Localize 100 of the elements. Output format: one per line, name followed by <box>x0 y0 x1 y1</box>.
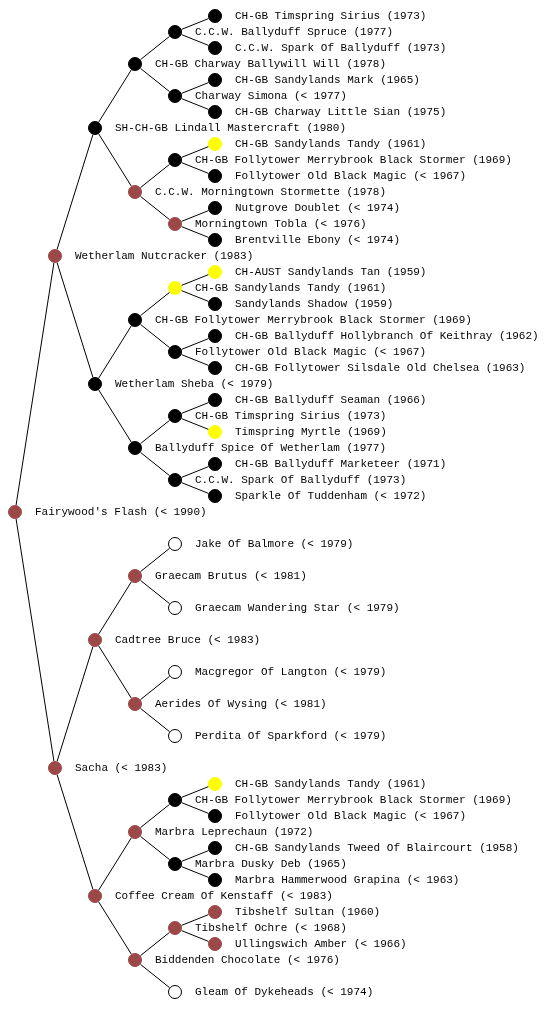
connector-line <box>181 402 209 414</box>
connector-line <box>181 290 209 302</box>
connector-line <box>56 134 94 250</box>
dog-name: CH-GB Sandylands Tandy (1961) <box>195 281 387 295</box>
connector-line <box>139 67 171 93</box>
connector-line <box>139 451 171 477</box>
dog-name: CH-GB Follytower Merrybrook Black Stormer (1969) <box>155 313 472 327</box>
dog-name: Ballyduff Spice Of Wetherlam (1977) <box>155 441 387 455</box>
dog-name: CH-GB Timspring Sirius (1973) <box>195 409 387 423</box>
connector-line <box>139 291 171 317</box>
connector-line <box>15 262 55 506</box>
dog-name: CH-GB Sandylands Tandy (1961) <box>235 777 427 791</box>
dog-name: Tibshelf Sultan (1960) <box>235 905 381 919</box>
dog-name: Wetherlam Nutcracker (1983) <box>75 249 254 263</box>
connector-line <box>181 930 209 942</box>
connector-line <box>181 466 209 478</box>
dog-name: Sandylands Shadow (1959) <box>235 297 394 311</box>
dog-name: C.C.W. Spark Of Ballyduff (1973) <box>235 41 447 55</box>
dog-name: Follytower Old Black Magic (< 1967) <box>235 169 467 183</box>
connector-line <box>181 210 209 222</box>
dog-name: SH-CH-GB Lindall Mastercraft (1980) <box>115 121 347 135</box>
dog-name: CH-GB Charway Little Sian (1975) <box>235 105 447 119</box>
dog-name: CH-GB Charway Ballywill Will (1978) <box>155 57 387 71</box>
connector-line <box>181 18 209 30</box>
dog-name: C.C.W. Spark Of Ballyduff (1973) <box>195 473 407 487</box>
connector-line <box>56 262 94 378</box>
connector-line <box>181 786 209 798</box>
connector-line <box>139 835 171 861</box>
connector-line <box>98 581 132 635</box>
dog-name: Graecam Wandering Star (< 1979) <box>195 601 400 615</box>
connector-line <box>139 707 171 733</box>
connector-line <box>56 646 94 762</box>
dog-name: Macgregor Of Langton (< 1979) <box>195 665 387 679</box>
dog-name: Aerides Of Wysing (< 1981) <box>155 697 327 711</box>
dog-name: Marbra Hammerwood Grapina (< 1963) <box>235 873 460 887</box>
connector-line <box>139 803 171 829</box>
connector-line <box>181 34 209 46</box>
dog-name: CH-AUST Sandylands Tan (1959) <box>235 265 427 279</box>
connector-line <box>181 482 209 494</box>
connector-line <box>98 901 132 955</box>
dog-name: Morningtown Tobla (< 1976) <box>195 217 367 231</box>
connector-line <box>181 98 209 110</box>
connector-line <box>181 418 209 430</box>
connector-line <box>98 325 132 379</box>
connector-line <box>139 963 171 989</box>
dog-name: CH-GB Follytower Merrybrook Black Stormer (1969) <box>195 153 512 167</box>
dog-name: CH-GB Sandylands Tandy (1961) <box>235 137 427 151</box>
dog-name: Ullingswich Amber (< 1966) <box>235 937 407 951</box>
dog-name: Graecam Brutus (< 1981) <box>155 569 307 583</box>
connector-line <box>181 850 209 862</box>
connector-line <box>181 914 209 926</box>
dog-name: Timspring Myrtle (1969) <box>235 425 387 439</box>
dog-name: Biddenden Chocolate (< 1976) <box>155 953 340 967</box>
connector-line <box>98 645 132 699</box>
dog-name: Sacha (< 1983) <box>75 761 168 775</box>
dog-name: C.C.W. Morningtown Stormette (1978) <box>155 185 387 199</box>
dog-name: Follytower Old Black Magic (< 1967) <box>235 809 467 823</box>
dog-name: Charway Simona (< 1977) <box>195 89 347 103</box>
dog-name: Wetherlam Sheba (< 1979) <box>115 377 274 391</box>
connector-line <box>139 163 171 189</box>
connector-line <box>139 419 171 445</box>
connector-line <box>139 323 171 349</box>
dog-name: CH-GB Sandylands Tweed Of Blaircourt (1958) <box>235 841 519 855</box>
dog-name: CH-GB Follytower Silsdale Old Chelsea (1963) <box>235 361 526 375</box>
connector-line <box>181 802 209 814</box>
connector-line <box>181 82 209 94</box>
connector-line <box>139 195 171 221</box>
connector-line <box>139 579 171 605</box>
dog-name: Tibshelf Ochre (< 1968) <box>195 921 347 935</box>
dog-name: CH-GB Ballyduff Hollybranch Of Keithray (1962) <box>235 329 539 343</box>
dog-name: CH-GB Ballyduff Seaman (1966) <box>235 393 427 407</box>
dog-name: Coffee Cream Of Kenstaff (< 1983) <box>115 889 333 903</box>
dog-name: Cadtree Bruce (< 1983) <box>115 633 261 647</box>
dog-name: Fairywood's Flash (< 1990) <box>35 505 207 519</box>
dog-name: Follytower Old Black Magic (< 1967) <box>195 345 427 359</box>
connector-line <box>98 133 132 187</box>
connector-line <box>15 518 55 762</box>
connector-line <box>139 931 171 957</box>
dog-name: Perdita Of Sparkford (< 1979) <box>195 729 387 743</box>
dog-name: CH-GB Follytower Merrybrook Black Stormer (1969) <box>195 793 512 807</box>
connector-line <box>181 146 209 158</box>
connector-line <box>181 162 209 174</box>
connector-line <box>181 354 209 366</box>
connector-line <box>98 837 132 891</box>
dog-name: Jake Of Balmore (< 1979) <box>195 537 354 551</box>
connector-line <box>181 274 209 286</box>
dog-name: Nutgrove Doublet (< 1974) <box>235 201 401 215</box>
dog-name: Sparkle Of Tuddenham (< 1972) <box>235 489 427 503</box>
connector-line <box>139 675 171 701</box>
connector-line <box>181 226 209 238</box>
dog-name: Marbra Dusky Deb (1965) <box>195 857 347 871</box>
dog-name: CH-GB Timspring Sirius (1973) <box>235 9 427 23</box>
connector-line <box>139 547 171 573</box>
connector-line <box>56 774 94 890</box>
connector-line <box>98 69 132 123</box>
dog-name: Marbra Leprechaun (1972) <box>155 825 314 839</box>
connector-line <box>139 35 171 61</box>
connector-line <box>181 338 209 350</box>
dog-name: CH-GB Ballyduff Marketeer (1971) <box>235 457 447 471</box>
dog-name: Gleam Of Dykeheads (< 1974) <box>195 985 374 999</box>
